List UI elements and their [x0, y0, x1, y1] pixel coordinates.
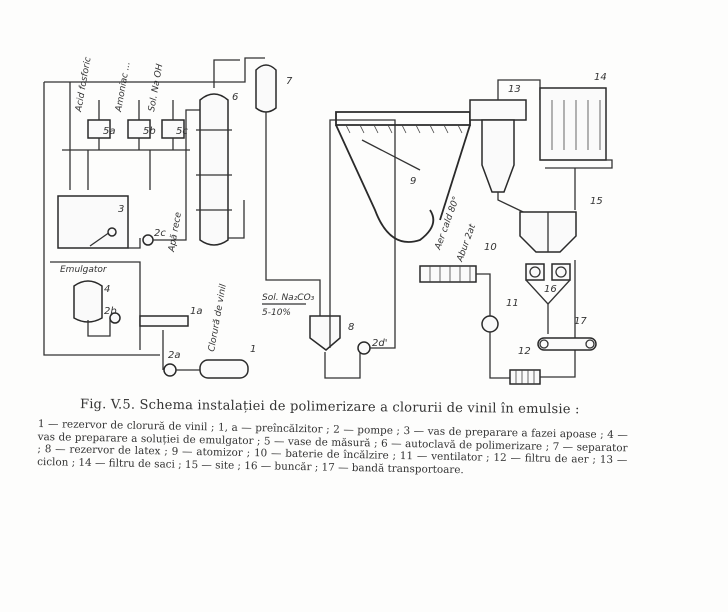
emulgator-frame — [50, 261, 141, 300]
pipe — [476, 273, 491, 318]
pipe — [87, 318, 111, 337]
label-5c: 5c — [176, 126, 188, 137]
label-acid-fosforic: Acid fosforic — [74, 56, 94, 113]
label-14: 14 — [594, 72, 607, 83]
preheater-1a — [139, 315, 189, 327]
label-8: 8 — [348, 322, 354, 333]
fan-11 — [481, 315, 499, 333]
label-sol-naoh: Sol. Na OH — [147, 63, 165, 113]
label-1: 1 — [250, 344, 256, 355]
label-2b: 2b — [104, 306, 117, 317]
conveyor-roller — [585, 339, 595, 349]
pipe — [265, 112, 321, 316]
battery-fins — [429, 266, 471, 282]
legend-item: 9 — atomizor ; — [171, 445, 255, 460]
label-2c: 2c — [154, 228, 166, 239]
separator-7 — [255, 64, 277, 113]
legend-item: 12 — filtru de aer ; — [493, 451, 600, 466]
legend-item: 2 — pompe ; — [333, 423, 404, 438]
latex-reservoir-8 — [309, 315, 341, 351]
label-11: 11 — [506, 298, 519, 309]
label-apa-rece: Apă rece — [167, 211, 184, 254]
pipe — [228, 200, 245, 239]
label-6: 6 — [232, 92, 238, 103]
sieves-15 — [519, 211, 577, 253]
cyclone-13 — [469, 79, 541, 193]
label-16: 16 — [544, 284, 557, 295]
heating-battery-10 — [419, 265, 477, 283]
process-flow-diagram: Acid fosforic Amoniac ... Sol. Na OH 5a … — [43, 56, 613, 385]
label-3: 3 — [118, 204, 124, 215]
label-17: 17 — [574, 316, 587, 327]
vessel-4 — [73, 280, 103, 323]
pipe — [329, 119, 396, 349]
pipe — [162, 330, 200, 371]
atomizer-9 — [335, 111, 471, 243]
label-sol-na2co3: Sol. Na₂CO₃ — [262, 293, 315, 303]
label-conc: 5-10% — [262, 308, 291, 318]
legend-item: 15 — site ; — [184, 458, 245, 472]
label-emulgator: Emulgator — [60, 265, 108, 275]
figure-caption-title: Fig. V.5. Schema instalației de polimeri… — [79, 397, 580, 418]
bunkers-16 — [525, 263, 571, 305]
label-aer-cald: Aer cald 80° — [433, 195, 462, 252]
figure-legend: 1 — rezervor de clorură de vinil ; 1, a … — [37, 418, 628, 479]
filter-ribs — [515, 370, 535, 384]
pump-2b — [109, 312, 121, 324]
pump-2a — [163, 363, 177, 377]
bag-filter-14 — [539, 87, 613, 169]
legend-item: 11 — ventilator ; — [399, 449, 494, 464]
feed-pipe — [43, 82, 160, 356]
label-amoniac: Amoniac ... — [114, 61, 133, 114]
pipe — [128, 238, 141, 249]
pump-2d — [357, 341, 371, 355]
label-1a: 1a — [190, 306, 203, 317]
tank-1 — [199, 359, 249, 379]
pump-2c — [142, 234, 154, 246]
label-abur: Abur 2at — [455, 223, 478, 264]
air-filter-12 — [509, 369, 541, 385]
legend-item: 16 — buncăr ; — [244, 459, 322, 473]
label-12: 12 — [518, 346, 531, 357]
conveyor-17 — [537, 337, 597, 351]
pipe — [153, 109, 200, 241]
label-7: 7 — [286, 76, 293, 87]
measuring-vessels-5 — [62, 100, 190, 190]
label-2a: 2a — [168, 350, 181, 361]
label-10: 10 — [484, 242, 497, 253]
pipe — [324, 352, 361, 379]
label-2d: 2d' — [372, 338, 387, 349]
pipe — [489, 332, 510, 379]
label-5b: 5b — [143, 126, 156, 137]
label-5a: 5a — [103, 126, 116, 137]
label-9: 9 — [410, 176, 416, 187]
label-4: 4 — [104, 284, 110, 295]
label-13: 13 — [508, 84, 521, 95]
label-15: 15 — [590, 196, 603, 207]
conveyor-roller — [539, 339, 549, 349]
label-clorura-vinil: Clorură de vinil — [207, 283, 229, 353]
pipe — [540, 260, 576, 378]
feed-pipe — [44, 57, 265, 83]
legend-item: 14 — filtru de saci ; — [78, 456, 186, 471]
legend-item: 17 — bandă transportoare. — [321, 460, 464, 476]
autoclave-6 — [196, 59, 240, 246]
